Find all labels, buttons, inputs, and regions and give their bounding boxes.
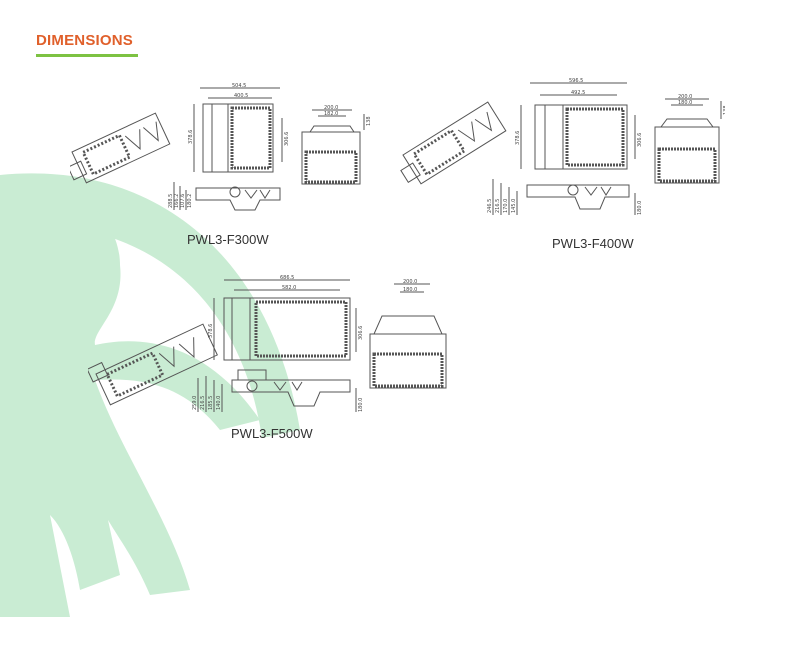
dim-front-side-f300w: 138: [366, 116, 370, 126]
background-shape: [0, 173, 300, 617]
dim-side-d-f400w: 145.0: [511, 199, 517, 213]
dim-front-outer-f500w: 200.0: [403, 279, 417, 285]
dim-front-inner-f500w: 180.0: [403, 287, 417, 293]
dim-side-a-f400w: 246.5: [487, 199, 493, 213]
dim-right-height-f400w: 306.6: [637, 133, 643, 147]
dim-side-d-f300w: 180.2: [187, 194, 193, 208]
top-view: [193, 87, 283, 173]
dim-side-a-f500w: 259.0: [192, 396, 198, 410]
front-view: [654, 98, 722, 184]
front-view: [301, 109, 365, 185]
dim-front-inner-f300w: 182.0: [324, 111, 338, 117]
dim-front-outer-f300w: 200.0: [324, 105, 338, 111]
dim-front-side-f400w: 138: [723, 105, 725, 115]
top-view: [520, 82, 636, 170]
dim-side-d-f500w: 140.0: [216, 396, 222, 410]
dim-side-right-f400w: 180.0: [637, 201, 643, 215]
dim-height-f400w: 378.6: [515, 131, 521, 145]
title-underline: [36, 54, 138, 57]
dim-inner-f400w: 492.5: [571, 90, 585, 96]
section-title: DIMENSIONS: [36, 32, 134, 49]
side-view: [492, 179, 636, 215]
dim-side-c-f400w: 170.0: [503, 199, 509, 213]
dim-side-c-f300w: 107.6: [180, 194, 186, 208]
model-label-f300w: PWL3-F300W: [187, 232, 269, 247]
top-view: [213, 279, 357, 361]
model-label-f500w: PWL3-F500W: [231, 426, 313, 441]
dim-side-b-f300w: 166.2: [174, 194, 180, 208]
dim-front-inner-f400w: 180.0: [678, 100, 692, 106]
dim-height-f500w: 378.6: [208, 324, 214, 338]
dim-overall-f400w: 596.5: [569, 78, 583, 84]
dim-right-height-f300w: 306.6: [284, 132, 290, 146]
side-view: [173, 182, 281, 211]
drawing-f400w: 596.5 492.5 378.6 306.6 200.0 180.0 138 …: [400, 78, 725, 215]
dim-right-height-f500w: 306.6: [358, 326, 364, 340]
dim-front-outer-f400w: 200.0: [678, 94, 692, 100]
dim-side-b-f500w: 216.5: [200, 396, 206, 410]
dim-side-right-f500w: 180.0: [358, 398, 364, 412]
side-view: [197, 369, 357, 412]
front-view: [369, 283, 447, 389]
drawing-f300w: 504.5 400.5 378.6 306.6 200.0 182.0 138 …: [70, 83, 370, 211]
drawing-f500w: 686.5 582.0 378.6 306.6 200.0 180.0 259.…: [88, 275, 447, 412]
dim-overall-f300w: 504.5: [232, 83, 246, 89]
dim-side-b-f400w: 216.5: [495, 199, 501, 213]
dim-side-c-f500w: 185.5: [208, 396, 214, 410]
dim-overall-f500w: 686.5: [280, 275, 294, 281]
model-label-f400w: PWL3-F400W: [552, 236, 634, 251]
dim-inner-f300w: 400.5: [234, 93, 248, 99]
dim-height-f300w: 378.6: [188, 130, 194, 144]
dim-side-a-f300w: 288.5: [168, 194, 174, 208]
dim-inner-f500w: 582.0: [282, 285, 296, 291]
